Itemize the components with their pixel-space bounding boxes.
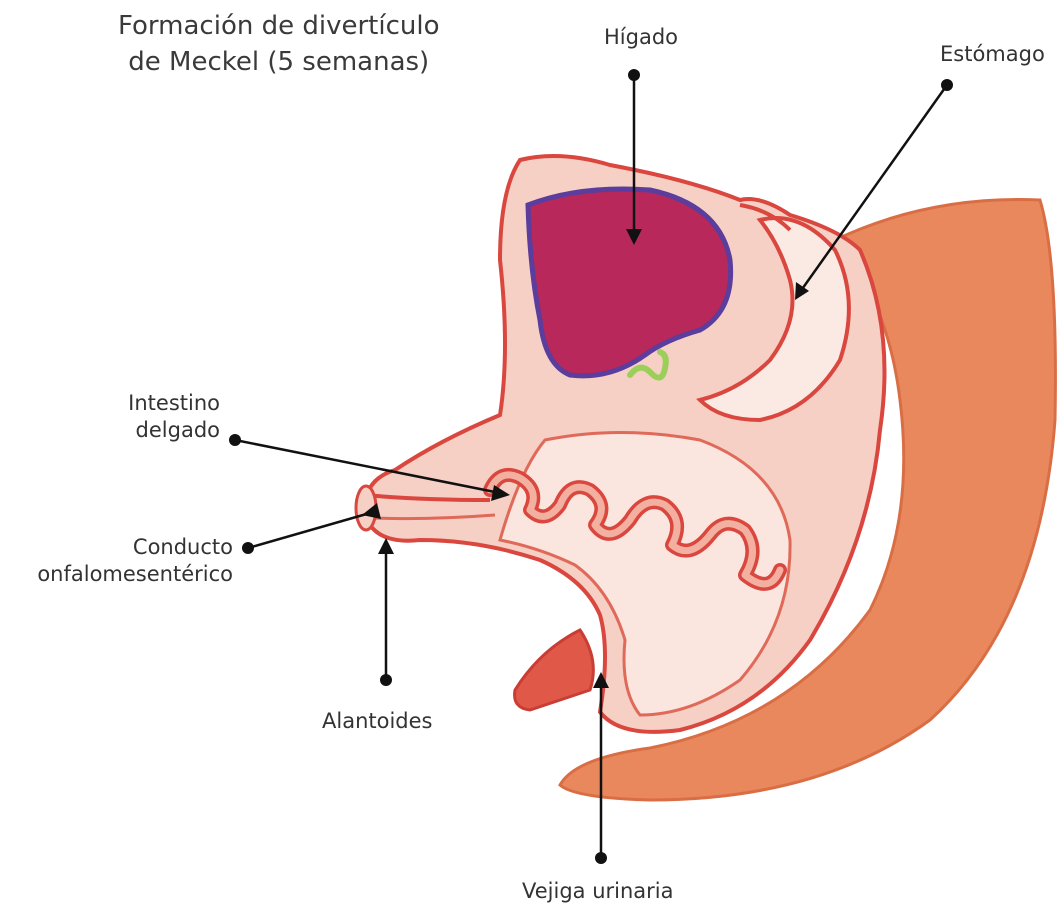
- label-higado: Hígado: [604, 24, 678, 51]
- label-alantoides: Alantoides: [322, 708, 433, 735]
- label-conducto: Conducto onfalomesentérico: [8, 534, 233, 588]
- vejiga-dot: [595, 852, 607, 864]
- label-intestino-line-1: Intestino: [110, 390, 220, 417]
- estomago-dot: [941, 79, 953, 91]
- alantoides-dot: [380, 674, 392, 686]
- higado-dot: [628, 69, 640, 81]
- label-conducto-line-2: onfalomesentérico: [8, 561, 233, 588]
- allantois: [515, 630, 594, 710]
- title-line-1: Formación de divertículo: [118, 8, 439, 44]
- diagram-title: Formación de divertículo de Meckel (5 se…: [118, 8, 439, 80]
- title-line-2: de Meckel (5 semanas): [118, 44, 439, 80]
- label-conducto-line-1: Conducto: [8, 534, 233, 561]
- label-vejiga: Vejiga urinaria: [522, 878, 674, 905]
- conducto-dot: [242, 542, 254, 554]
- label-estomago: Estómago: [940, 41, 1045, 68]
- label-intestino-line-2: delgado: [110, 417, 220, 444]
- label-intestino: Intestino delgado: [110, 390, 220, 444]
- intestino-dot: [229, 434, 241, 446]
